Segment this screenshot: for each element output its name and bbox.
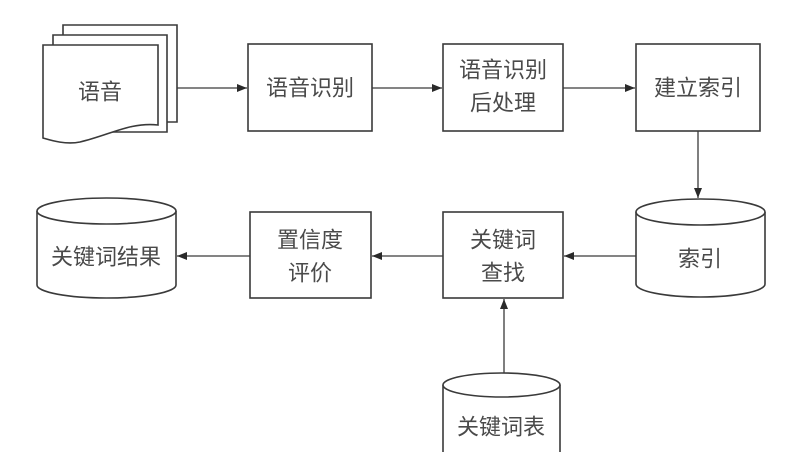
node-kw-result: 关键词结果 [36, 197, 177, 299]
node-kw-search-label-2: 查找 [481, 262, 525, 287]
node-confidence: 置信度 评价 [249, 211, 372, 299]
node-confidence-label-2: 评价 [288, 262, 332, 287]
node-kw-search-label-1: 关键词 [470, 229, 536, 254]
node-index: 索引 [635, 198, 766, 298]
node-asr-label: 语音识别 [266, 77, 354, 102]
node-asr-post-label-1: 语音识别 [459, 59, 547, 84]
node-speech-label: 语音 [78, 81, 122, 106]
node-kw-result-label: 关键词结果 [51, 246, 161, 271]
node-kw-list-label: 关键词表 [457, 416, 545, 441]
node-confidence-label-1: 置信度 [277, 229, 343, 254]
node-build-index-label: 建立索引 [654, 77, 742, 102]
node-build-index: 建立索引 [635, 43, 761, 132]
node-kw-list: 关键词表 [442, 372, 561, 452]
node-index-label: 索引 [678, 248, 722, 273]
node-kw-search: 关键词 查找 [442, 211, 564, 299]
node-asr-post-label-2: 后处理 [470, 92, 536, 117]
node-asr-post: 语音识别 后处理 [442, 43, 564, 132]
node-speech: 语音 [42, 24, 178, 144]
node-asr: 语音识别 [247, 43, 373, 132]
